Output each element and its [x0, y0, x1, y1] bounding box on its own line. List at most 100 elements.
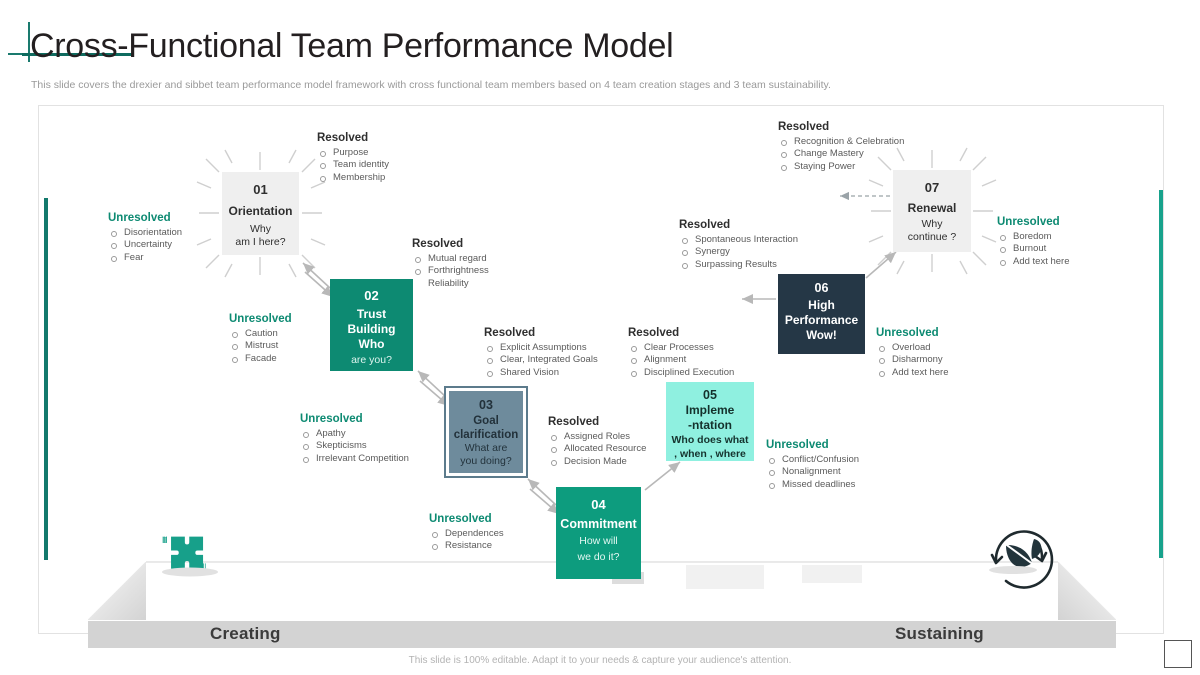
- annotation-07-unresolved-title: Unresolved: [997, 216, 1060, 228]
- list-item: Team identity: [317, 159, 389, 171]
- list-item: Disorientation: [108, 227, 182, 239]
- annotation-04-unresolved: Unresolved Dependences Resistance: [429, 512, 504, 553]
- node-01-question-line2: am I here?: [235, 236, 286, 248]
- node-06-name-line1: High: [808, 298, 835, 312]
- node-03-number: 03: [479, 398, 493, 412]
- list-item: Burnout: [997, 243, 1070, 255]
- annotation-02-resolved-list: Mutual regard Forthrightness Reliability: [412, 253, 489, 290]
- list-item: Assigned Roles: [548, 431, 646, 443]
- annotation-07-resolved-list: Recognition & Celebration Change Mastery…: [778, 136, 904, 173]
- node-05-question-line2: , when , where: [674, 448, 746, 460]
- list-item: Nonalignment: [766, 466, 859, 478]
- annotation-02-resolved-title: Resolved: [412, 238, 464, 250]
- annotation-07-unresolved-list: Boredom Burnout Add text here: [997, 231, 1070, 268]
- list-item: Disharmony: [876, 354, 949, 366]
- footer-note: This slide is 100% editable. Adapt it to…: [408, 655, 792, 666]
- annotation-06-resolved-title: Resolved: [679, 219, 731, 231]
- list-item: Explicit Assumptions: [484, 342, 598, 354]
- accent-bar-left: [44, 198, 48, 560]
- annotation-07-resolved-title: Resolved: [778, 121, 830, 133]
- node-03-goal-clarification[interactable]: 03 Goal clarification What are you doing…: [444, 386, 528, 478]
- annotation-06-resolved-list: Spontaneous Interaction Synergy Surpassi…: [679, 234, 798, 271]
- node-05-question-line1: Who does what: [671, 434, 749, 446]
- node-05-number: 05: [703, 388, 717, 402]
- node-04-commitment[interactable]: 04 Commitment How will we do it?: [556, 487, 641, 579]
- list-item: Add text here: [997, 256, 1070, 268]
- list-item: Membership: [317, 172, 389, 184]
- list-item: Missed deadlines: [766, 479, 859, 491]
- list-item: Dependences: [429, 528, 504, 540]
- list-item: Allocated Resource: [548, 443, 646, 455]
- annotation-06-unresolved-list: Overload Disharmony Add text here: [876, 342, 949, 379]
- list-item: Clear Processes: [628, 342, 734, 354]
- annotation-03-resolved-title: Resolved: [484, 327, 536, 339]
- node-06-number: 06: [814, 281, 829, 295]
- annotation-01-unresolved-list: Disorientation Uncertainty Fear: [108, 227, 182, 264]
- corner-placeholder-box: [1164, 640, 1192, 668]
- annotation-01-resolved-list: Purpose Team identity Membership: [317, 147, 389, 184]
- annotation-03-resolved-list: Explicit Assumptions Clear, Integrated G…: [484, 342, 598, 379]
- node-02-number: 02: [364, 288, 379, 303]
- annotation-02-unresolved: Unresolved Caution Mistrust Facade: [229, 312, 292, 365]
- list-item: Caution: [229, 328, 292, 340]
- annotation-02-unresolved-title: Unresolved: [229, 313, 292, 325]
- node-01-name: Orientation: [228, 204, 293, 218]
- node-04-question-line1: How will: [579, 535, 618, 547]
- list-item: Synergy: [679, 246, 798, 258]
- list-item: Irrelevant Competition: [300, 453, 409, 465]
- deck-placeholder-1: [686, 565, 764, 589]
- node-01-number: 01: [253, 182, 268, 197]
- node-07-renewal[interactable]: 07 Renewal Why continue ?: [893, 170, 971, 252]
- node-02-name-line1: Trust: [356, 307, 387, 321]
- annotation-04-unresolved-list: Dependences Resistance: [429, 528, 504, 553]
- node-07-number: 07: [924, 180, 940, 195]
- annotation-05-resolved-list: Clear Processes Alignment Disciplined Ex…: [628, 342, 734, 379]
- node-05-implementation[interactable]: 05 Impleme -ntation Who does what , when…: [666, 382, 754, 461]
- annotation-04-resolved-title: Resolved: [548, 416, 600, 428]
- annotation-06-unresolved-title: Unresolved: [876, 327, 939, 339]
- annotation-07-resolved: Resolved Recognition & Celebration Chang…: [778, 120, 904, 173]
- annotation-03-resolved: Resolved Explicit Assumptions Clear, Int…: [484, 326, 598, 379]
- annotation-02-resolved: Resolved Mutual regard Forthrightness Re…: [412, 237, 489, 290]
- list-item: Mistrust: [229, 340, 292, 352]
- list-item: Recognition & Celebration: [778, 136, 904, 148]
- band-label-creating: Creating: [210, 624, 281, 643]
- node-02-question-line2: are you?: [351, 354, 392, 366]
- accent-bar-right: [1159, 190, 1163, 558]
- node-02-trust-building[interactable]: 02 Trust Building Who are you?: [330, 279, 413, 371]
- list-item: Conflict/Confusion: [766, 454, 859, 466]
- page-subtitle: This slide covers the drexier and sibbet…: [31, 79, 831, 91]
- node-06-question-line1: Wow!: [806, 330, 837, 342]
- annotation-05-unresolved-list: Conflict/Confusion Nonalignment Missed d…: [766, 454, 859, 491]
- node-03-name-line2: clarification: [453, 429, 519, 441]
- node-04-name: Commitment: [560, 517, 637, 531]
- node-02-question-line1: Who: [358, 337, 385, 351]
- platform-bevel-left: [88, 562, 146, 620]
- annotation-05-unresolved: Unresolved Conflict/Confusion Nonalignme…: [766, 438, 859, 491]
- annotation-01-resolved-title: Resolved: [317, 132, 369, 144]
- list-item: Disciplined Execution: [628, 367, 734, 379]
- annotation-03-unresolved-list: Apathy Skepticisms Irrelevant Competitio…: [300, 428, 409, 465]
- list-item: Add text here: [876, 367, 949, 379]
- node-06-high-performance[interactable]: 06 High Performance Wow!: [778, 274, 865, 354]
- list-item: Shared Vision: [484, 367, 598, 379]
- annotation-01-unresolved: Unresolved Disorientation Uncertainty Fe…: [108, 211, 182, 264]
- annotation-04-resolved: Resolved Assigned Roles Allocated Resour…: [548, 415, 646, 468]
- list-item: Uncertainty: [108, 239, 182, 251]
- band-label-sustaining: Sustaining: [895, 624, 984, 643]
- node-07-name: Renewal: [907, 201, 957, 215]
- node-03-name-line1: Goal: [473, 415, 499, 427]
- annotation-05-resolved-title: Resolved: [628, 327, 680, 339]
- page-title: Cross-Functional Team Performance Model: [30, 27, 674, 65]
- node-01-question-line1: Why: [250, 223, 271, 235]
- node-01-orientation[interactable]: 01 Orientation Why am I here?: [222, 172, 299, 255]
- node-04-question-line2: we do it?: [577, 551, 620, 563]
- annotation-01-unresolved-title: Unresolved: [108, 212, 171, 224]
- list-item: Decision Made: [548, 456, 646, 468]
- node-05-name-line1: Impleme: [685, 403, 735, 417]
- list-item: Resistance: [429, 540, 504, 552]
- annotation-07-unresolved: Unresolved Boredom Burnout Add text here: [997, 215, 1070, 268]
- list-item: Reliability: [428, 277, 469, 289]
- annotation-01-resolved: Resolved Purpose Team identity Membershi…: [317, 131, 389, 184]
